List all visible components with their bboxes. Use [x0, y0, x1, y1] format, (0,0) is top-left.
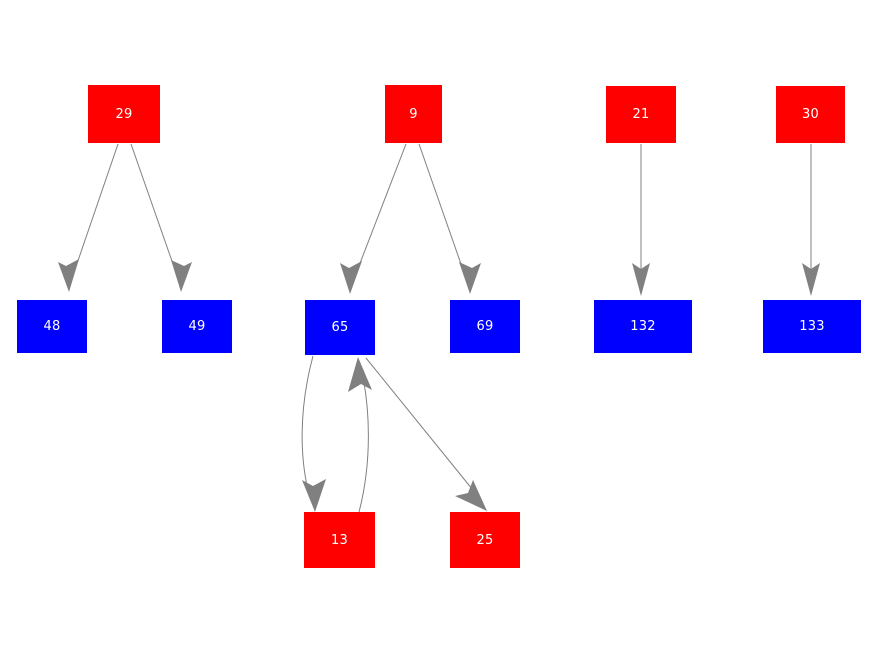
edge-9-69 — [418, 143, 481, 294]
edge-65-25 — [365, 357, 487, 511]
graph-node-65[interactable]: 65 — [305, 300, 375, 355]
node-label: 30 — [802, 107, 819, 122]
graph-node-25[interactable]: 25 — [450, 512, 520, 568]
edge-29-49 — [130, 143, 192, 292]
edge-21-132 — [632, 144, 650, 296]
graph-node-69[interactable]: 69 — [450, 300, 520, 353]
node-label: 25 — [476, 532, 494, 548]
graph-node-13[interactable]: 13 — [304, 512, 375, 568]
graph-node-9[interactable]: 9 — [385, 85, 442, 143]
graph-node-48[interactable]: 48 — [17, 300, 87, 353]
node-label: 69 — [476, 319, 494, 334]
edge-65-13 — [301, 355, 326, 512]
edge-29-48 — [58, 143, 119, 292]
graph-node-30[interactable]: 30 — [776, 86, 845, 143]
node-label: 133 — [799, 319, 825, 334]
node-label: 9 — [409, 106, 418, 122]
node-label: 65 — [331, 320, 349, 335]
graph-node-132[interactable]: 132 — [594, 300, 692, 353]
node-label: 13 — [331, 532, 348, 548]
graph-node-133[interactable]: 133 — [763, 300, 861, 353]
node-label: 48 — [43, 319, 61, 334]
graph-node-49[interactable]: 49 — [162, 300, 232, 353]
node-label: 49 — [188, 319, 206, 334]
node-label: 21 — [632, 107, 650, 122]
graph-node-21[interactable]: 21 — [606, 86, 676, 143]
edge-13-65 — [348, 357, 372, 513]
node-label: 132 — [630, 319, 656, 334]
graph-node-29[interactable]: 29 — [88, 85, 160, 143]
edge-9-65 — [340, 143, 407, 294]
edge-30-133 — [802, 144, 820, 296]
node-label: 29 — [115, 106, 133, 122]
